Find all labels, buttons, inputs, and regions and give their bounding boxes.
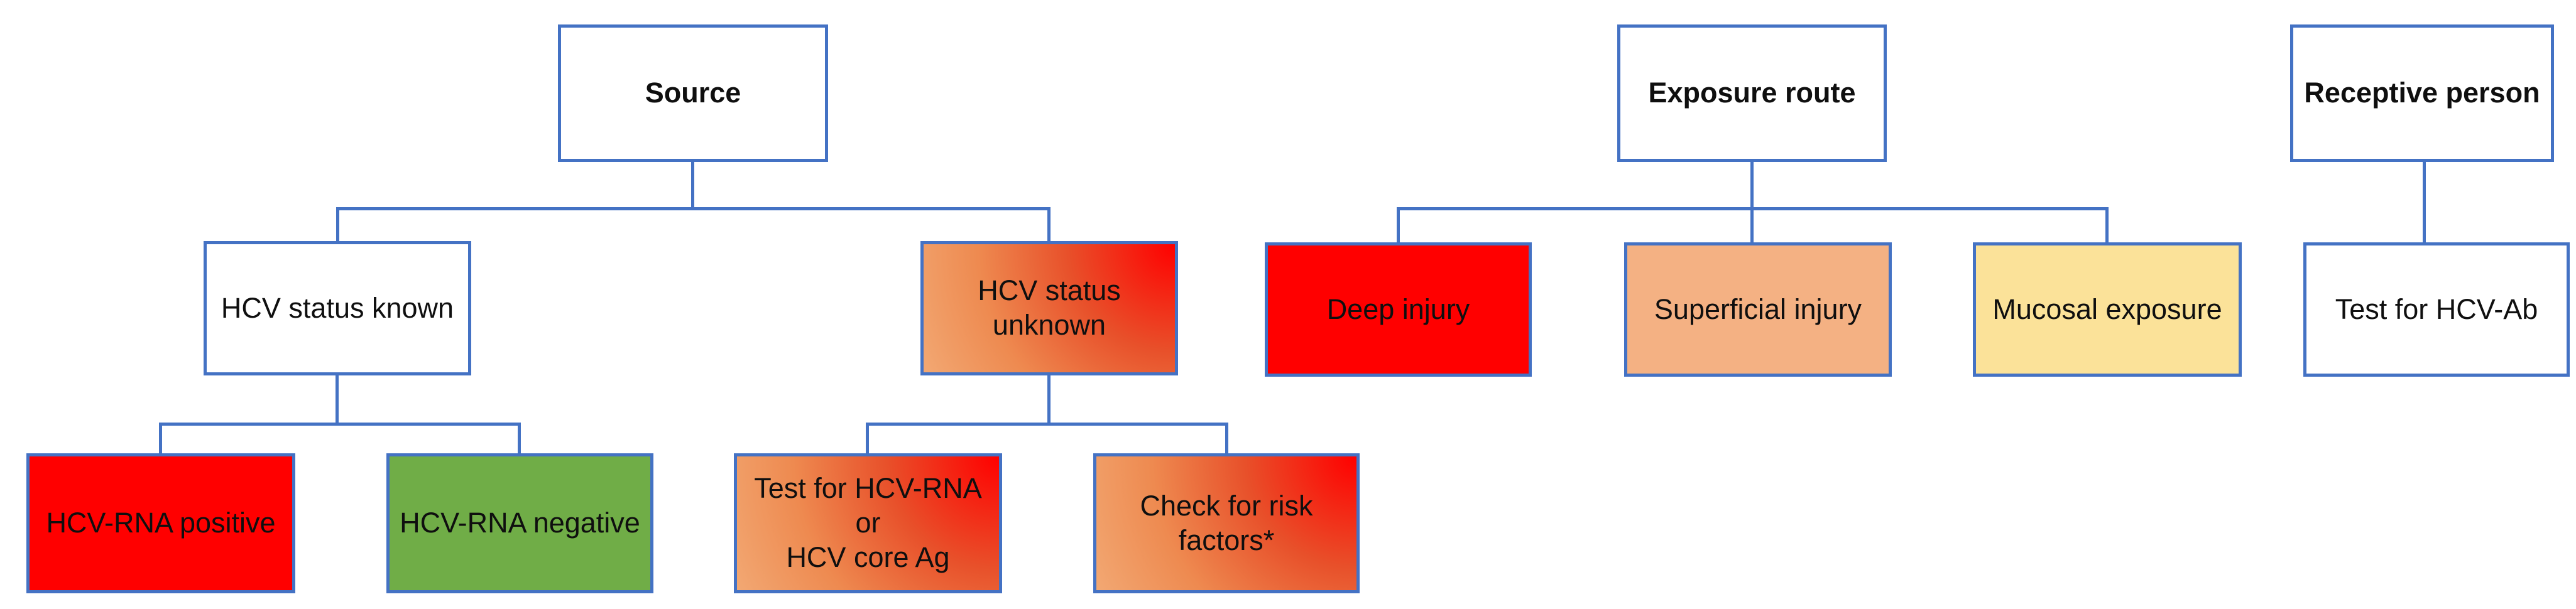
node-test-hcv-rna-core-ag: Test for HCV-RNA or HCV core Ag [734,453,1002,593]
node-mucosal-exposure: Mucosal exposure [1973,242,2242,377]
node-check-risk-factors: Check for risk factors* [1093,453,1360,593]
node-source: Source [558,24,828,162]
node-label: Test for HCV-RNA or HCV core Ag [754,472,982,573]
node-label: HCV-RNA positive [46,507,276,539]
node-superficial-injury: Superficial injury [1624,242,1892,377]
node-deep-injury: Deep injury [1265,242,1532,377]
connector-drop-hcv-rna-negative [518,423,521,453]
connector-drop-mucosal-exposure [2105,207,2109,244]
node-label: Superficial injury [1654,293,1862,325]
connector-drop-deep-injury [1397,207,1400,244]
node-hcv-status-known: HCV status known [204,241,471,375]
node-label: Source [645,77,741,109]
node-label: Receptive person [2304,77,2540,109]
connector-known-stem [336,374,339,426]
connector-receptive-stem [2423,162,2426,244]
node-label: Test for HCV-Ab [2335,293,2538,325]
node-label: Check for risk factors* [1140,489,1313,556]
connector-drop-superficial-injury [1750,207,1754,244]
node-label: Deep injury [1326,293,1470,325]
connector-drop-hcv-status-unknown [1047,207,1051,242]
node-label: HCV status known [221,291,454,324]
connector-source-stem [691,162,694,210]
connector-drop-hcv-rna-positive [159,423,162,453]
node-hcv-rna-positive: HCV-RNA positive [26,453,295,593]
connector-unknown-stem [1047,374,1051,426]
node-hcv-rna-negative: HCV-RNA negative [386,453,653,593]
node-test-hcv-ab: Test for HCV-Ab [2303,242,2570,377]
connector-exposure-stem [1750,162,1754,210]
node-label: Mucosal exposure [1992,293,2222,325]
node-exposure-route: Exposure route [1617,24,1887,162]
node-receptive-person: Receptive person [2290,24,2554,162]
node-label: HCV status unknown [978,274,1121,341]
connector-source-branch [336,207,1051,210]
connector-drop-test-hcv-rna [866,423,869,453]
connector-drop-check-risk [1225,423,1228,453]
connector-unknown-branch [866,423,1228,426]
connector-known-branch [159,423,521,426]
connector-drop-hcv-status-known [336,207,339,242]
node-label: Exposure route [1648,77,1856,109]
node-hcv-status-unknown: HCV status unknown [920,241,1178,375]
node-label: HCV-RNA negative [400,507,640,539]
